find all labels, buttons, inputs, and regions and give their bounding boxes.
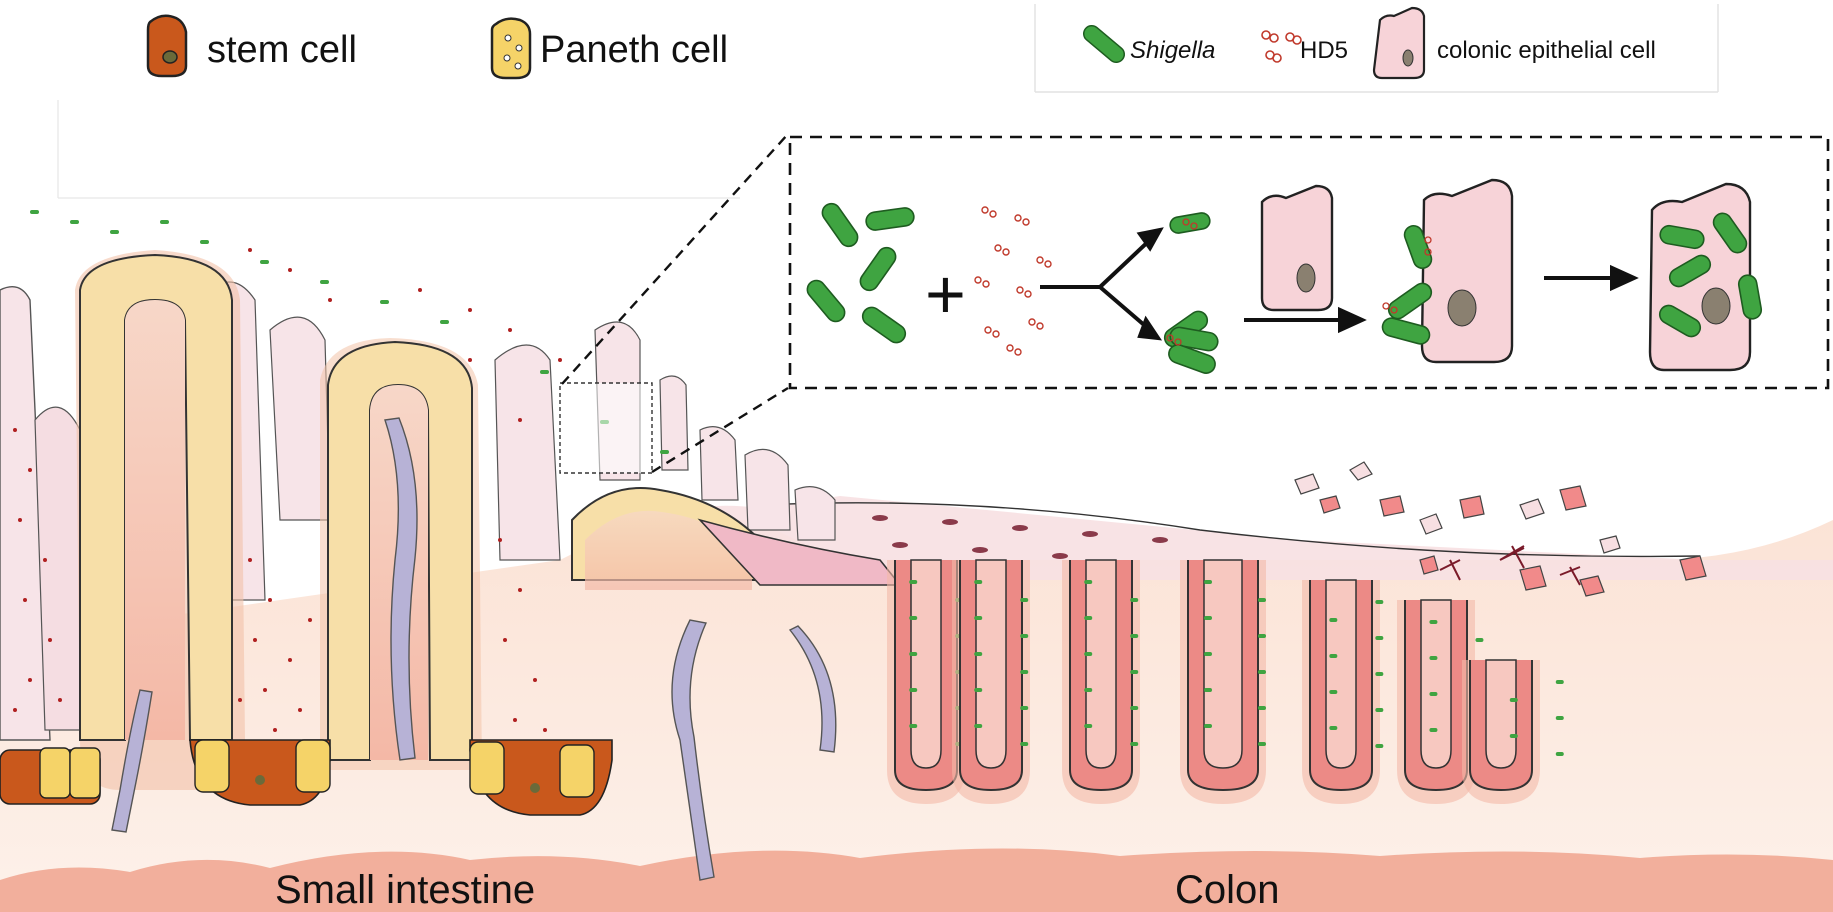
colon-shigella-dot — [1130, 670, 1139, 674]
colon — [872, 461, 1707, 804]
arrow-to-invasion — [1544, 264, 1639, 292]
inset-panel: + — [561, 133, 1830, 474]
hd5-icon — [1261, 30, 1302, 63]
colon-shigella-dot — [1329, 690, 1338, 694]
arrow-to-binding — [1244, 306, 1367, 334]
hd5-particles — [13, 248, 562, 732]
colon-shigella-dot — [1130, 634, 1139, 638]
colon-shigella-dot — [1258, 706, 1266, 710]
colon-shigella-dot — [1375, 672, 1384, 676]
crypt-base-mid — [189, 739, 331, 806]
colon-shigella-dot — [1258, 670, 1266, 674]
colon-shigella-dot — [1475, 638, 1484, 642]
colon-shigella-dot — [1509, 734, 1518, 738]
colon-shigella-dot — [1375, 600, 1384, 604]
colon-crypt-lumen — [910, 559, 942, 769]
colon-crypt-lumen — [975, 559, 1007, 769]
colon-shigella-dot — [1375, 636, 1384, 640]
colon-shigella-dot — [1130, 706, 1139, 710]
colon-shigella-dot — [1329, 618, 1338, 622]
colon-shigella-dot — [1375, 744, 1384, 748]
colonic-epithelial-cell-icon — [1372, 6, 1426, 80]
crypt-base-left — [0, 747, 101, 805]
colon-shigella-dot — [1020, 634, 1029, 638]
colon-shigella-dot — [1204, 580, 1212, 584]
colon-crypt-lumen — [1420, 599, 1452, 769]
colon-crypt-lumen — [1203, 559, 1243, 769]
shed-cells — [1294, 461, 1707, 597]
colon-shigella-dot — [1020, 670, 1029, 674]
split-arrow — [1040, 227, 1164, 341]
colon-shigella-dot — [1429, 620, 1438, 624]
inset-hd5-group — [974, 206, 1052, 356]
colon-shigella-dot — [1555, 680, 1564, 684]
paneth-cell-icon — [490, 17, 532, 80]
inset-colonic-cell-2 — [1420, 178, 1514, 364]
colon-shigella-dot — [909, 652, 918, 656]
inset-colonic-cell-1 — [1260, 184, 1334, 312]
colon-shigella-dot — [1130, 742, 1139, 746]
colon-shigella-dot — [1329, 726, 1338, 730]
crypt-base-right — [469, 739, 613, 816]
colon-shigella-dot — [1509, 698, 1518, 702]
colon-shigella-dot — [1084, 724, 1093, 728]
colon-shigella-dot — [1555, 716, 1564, 720]
villus-1 — [75, 250, 245, 790]
colon-shigella-dot — [1429, 656, 1438, 660]
colon-shigella-dot — [1258, 598, 1266, 602]
zoom-region-box — [559, 382, 653, 474]
small-intestine — [0, 210, 902, 881]
colon-shigella-dot — [974, 688, 983, 692]
inset-colonic-cell-3-invaded — [1648, 182, 1763, 372]
colon-shigella-dot — [1084, 688, 1093, 692]
legend-colonic-cell-label: colonic epithelial cell — [1437, 37, 1656, 64]
colon-shigella-dot — [974, 652, 983, 656]
legend-left: stem cell Paneth cell — [146, 14, 728, 80]
colon-shigella-dot — [909, 724, 918, 728]
stem-cell-icon — [146, 14, 188, 78]
legend-shigella-label: Shigella — [1130, 37, 1215, 64]
legend-paneth-cell-label: Paneth cell — [540, 29, 728, 71]
colon-shigella-dot — [974, 724, 983, 728]
colon-shigella-dot — [1204, 652, 1212, 656]
colon-shigella-dot — [1429, 728, 1438, 732]
colon-shigella-dot — [1258, 742, 1266, 746]
colon-shigella-dot — [1084, 652, 1093, 656]
inset-shigella-group — [806, 202, 915, 344]
colon-shigella-dot — [1084, 580, 1093, 584]
colon-label: Colon — [1175, 868, 1280, 912]
legend-right: Shigella HD5 colonic epithelial cell — [1034, 4, 1719, 93]
colon-crypt-lumen — [1085, 559, 1117, 769]
colon-shigella-dot — [1204, 688, 1212, 692]
colon-shigella-dot — [1329, 654, 1338, 658]
colon-shigella-dot — [974, 580, 983, 584]
colon-shigella-dot — [909, 616, 918, 620]
colon-shigella-dot — [1020, 706, 1029, 710]
colon-shigella-dot — [1020, 742, 1029, 746]
colon-shigella-dot — [974, 616, 983, 620]
shigella-icon — [1082, 24, 1126, 64]
colon-shigella-dot — [1258, 634, 1266, 638]
capillaries — [111, 417, 837, 881]
colon-shigella-dot — [1429, 692, 1438, 696]
colon-shigella-dot — [1555, 752, 1564, 756]
small-intestine-label: Small intestine — [275, 868, 535, 912]
colon-crypt-lumen — [1485, 659, 1517, 769]
colon-shigella-dot — [1204, 724, 1212, 728]
colon-shigella-dot — [1375, 708, 1384, 712]
legend-stem-cell-label: stem cell — [207, 29, 357, 71]
colon-shigella-dot — [909, 580, 918, 584]
colon-crypt-lumen — [1325, 579, 1357, 769]
plus-sign: + — [925, 255, 966, 333]
colon-shigella-dot — [1204, 616, 1212, 620]
colon-shigella-dot — [1084, 616, 1093, 620]
legend-hd5-label: HD5 — [1300, 37, 1348, 64]
colon-shigella-dot — [1020, 598, 1029, 602]
colon-shigella-dot — [909, 688, 918, 692]
colon-shigella-dot — [1130, 598, 1139, 602]
